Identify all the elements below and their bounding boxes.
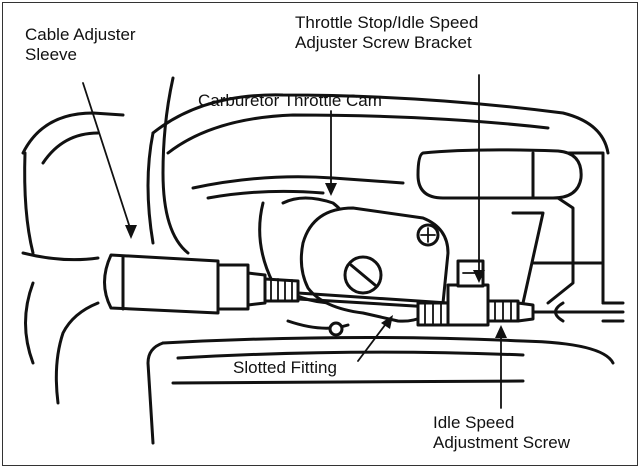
arrow-bracket [473, 270, 485, 283]
arrow-cable-adjuster [125, 225, 137, 239]
label-slotted-fitting: Slotted Fitting [233, 358, 337, 377]
arrow-slotted-fitting [381, 315, 393, 329]
arrow-idle-screw [495, 325, 507, 338]
label-cable-adjuster-sleeve: Cable Adjuster Sleeve [25, 25, 136, 64]
carburetor-illustration [21, 74, 625, 445]
leader-slotted-fitting [357, 320, 389, 362]
label-throttle-stop-bracket: Throttle Stop/Idle Speed Adjuster Screw … [295, 13, 479, 52]
arrow-throttle-cam [325, 183, 337, 196]
throttle-cam [299, 206, 450, 323]
leader-lines [82, 74, 507, 409]
leader-cable-adjuster [82, 82, 132, 232]
idle-speed-screw [486, 299, 625, 323]
upper-bracket [416, 148, 583, 305]
label-idle-speed-adjustment-screw: Idle Speed Adjustment Screw [433, 413, 570, 452]
cable-adjuster-sleeve [21, 251, 300, 405]
lower-housing [24, 281, 615, 445]
label-carburetor-throttle-cam: Carburetor Throttle Cam [198, 91, 382, 110]
